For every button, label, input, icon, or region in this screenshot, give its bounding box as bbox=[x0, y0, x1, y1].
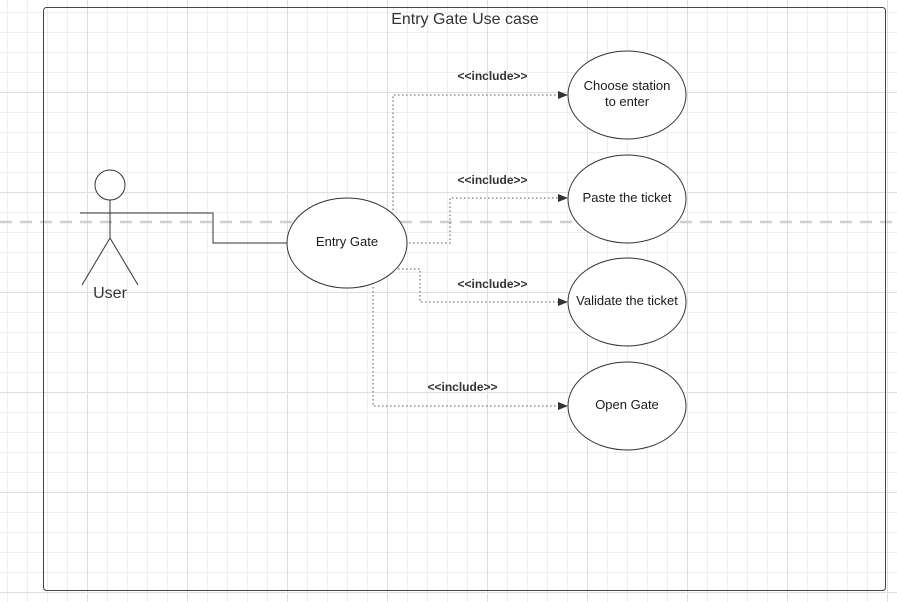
use-case-open-gate[interactable] bbox=[567, 361, 687, 451]
include-label-validate-ticket: <<include>> bbox=[457, 277, 528, 291]
include-connector-choose-station[interactable] bbox=[392, 91, 568, 210]
diagram-title: Entry Gate Use case bbox=[391, 11, 539, 28]
use-case-label-validate-ticket: Validate the ticket bbox=[576, 293, 678, 308]
use-case-entry-gate[interactable] bbox=[286, 197, 408, 289]
actor-right-leg bbox=[109, 237, 139, 286]
use-case-choose-station[interactable] bbox=[567, 50, 687, 140]
actor-head bbox=[94, 169, 126, 201]
include-label-paste-ticket: <<include>> bbox=[457, 173, 528, 187]
system-boundary[interactable] bbox=[43, 7, 886, 591]
use-case-validate-ticket[interactable] bbox=[567, 257, 687, 347]
actor-name-label: User bbox=[93, 285, 127, 302]
use-case-label-paste-ticket: Paste the ticket bbox=[582, 190, 672, 205]
include-label-open-gate: <<include>> bbox=[427, 380, 498, 394]
include-connector-validate-ticket[interactable] bbox=[398, 268, 568, 306]
actor-left-leg bbox=[81, 237, 111, 286]
use-case-label-choose-station: Choose station to enter bbox=[583, 78, 671, 109]
use-case-label-open-gate: Open Gate bbox=[595, 397, 659, 412]
include-connector-paste-ticket[interactable] bbox=[405, 194, 568, 244]
association-line[interactable] bbox=[113, 212, 288, 244]
actor-user[interactable] bbox=[80, 169, 140, 286]
include-connector-open-gate[interactable] bbox=[372, 287, 568, 410]
use-case-label-entry-gate: Entry Gate bbox=[315, 234, 379, 249]
include-label-choose-station: <<include>> bbox=[457, 69, 528, 83]
use-case-paste-ticket[interactable] bbox=[567, 154, 687, 244]
